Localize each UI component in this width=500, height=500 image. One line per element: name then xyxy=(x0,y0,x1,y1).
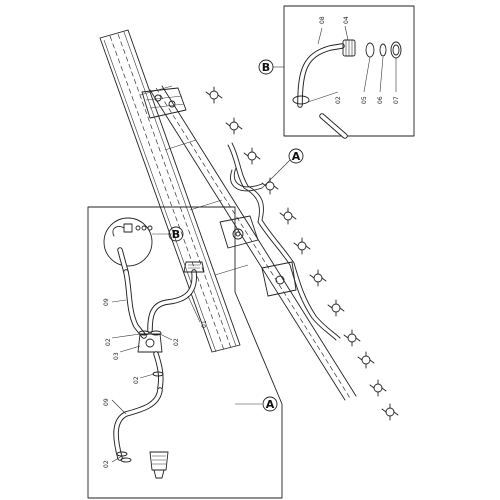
part-label-05: 05 xyxy=(361,96,368,104)
part-label-03: 03 xyxy=(113,352,120,360)
nozzle xyxy=(309,269,327,287)
nozzle xyxy=(357,351,375,369)
part-label-01: 01 xyxy=(201,320,208,328)
nozzle xyxy=(243,147,261,165)
nozzle xyxy=(205,86,223,104)
detail-b-box xyxy=(283,5,415,139)
nozzle xyxy=(279,207,297,225)
callout-a xyxy=(261,148,304,189)
part-label-02-mid: 02 xyxy=(133,376,140,384)
boom-assembly xyxy=(99,29,357,401)
nozzle xyxy=(343,329,361,347)
detail-a-box xyxy=(87,206,283,499)
part-label-09-top: 09 xyxy=(103,298,110,306)
part-label-02-upper-left: 02 xyxy=(105,338,112,346)
part-label-02-bottom: 02 xyxy=(103,460,110,468)
callout-b-label: B xyxy=(262,61,270,74)
nozzle xyxy=(261,177,279,195)
nozzle xyxy=(327,299,345,317)
inset-a-marker xyxy=(262,396,278,412)
callout-a-label: A xyxy=(292,150,301,163)
nozzle xyxy=(293,237,311,255)
nozzle xyxy=(369,379,387,397)
part-label-08: 08 xyxy=(319,16,326,24)
part-label-07: 07 xyxy=(393,96,400,104)
inset-b-marker-label: B xyxy=(172,228,180,241)
part-label-02: 02 xyxy=(335,96,342,104)
nozzle xyxy=(225,117,243,135)
part-label-09-bottom: 09 xyxy=(103,398,110,406)
nozzle-row xyxy=(205,86,399,421)
nozzle xyxy=(381,403,399,421)
part-label-02-upper-right: 02 xyxy=(173,338,180,346)
part-label-06: 06 xyxy=(377,96,384,104)
inset-b-marker xyxy=(168,226,184,242)
part-label-04: 04 xyxy=(343,16,350,24)
callout-b xyxy=(258,59,284,75)
inset-a-marker-label: A xyxy=(266,398,275,411)
